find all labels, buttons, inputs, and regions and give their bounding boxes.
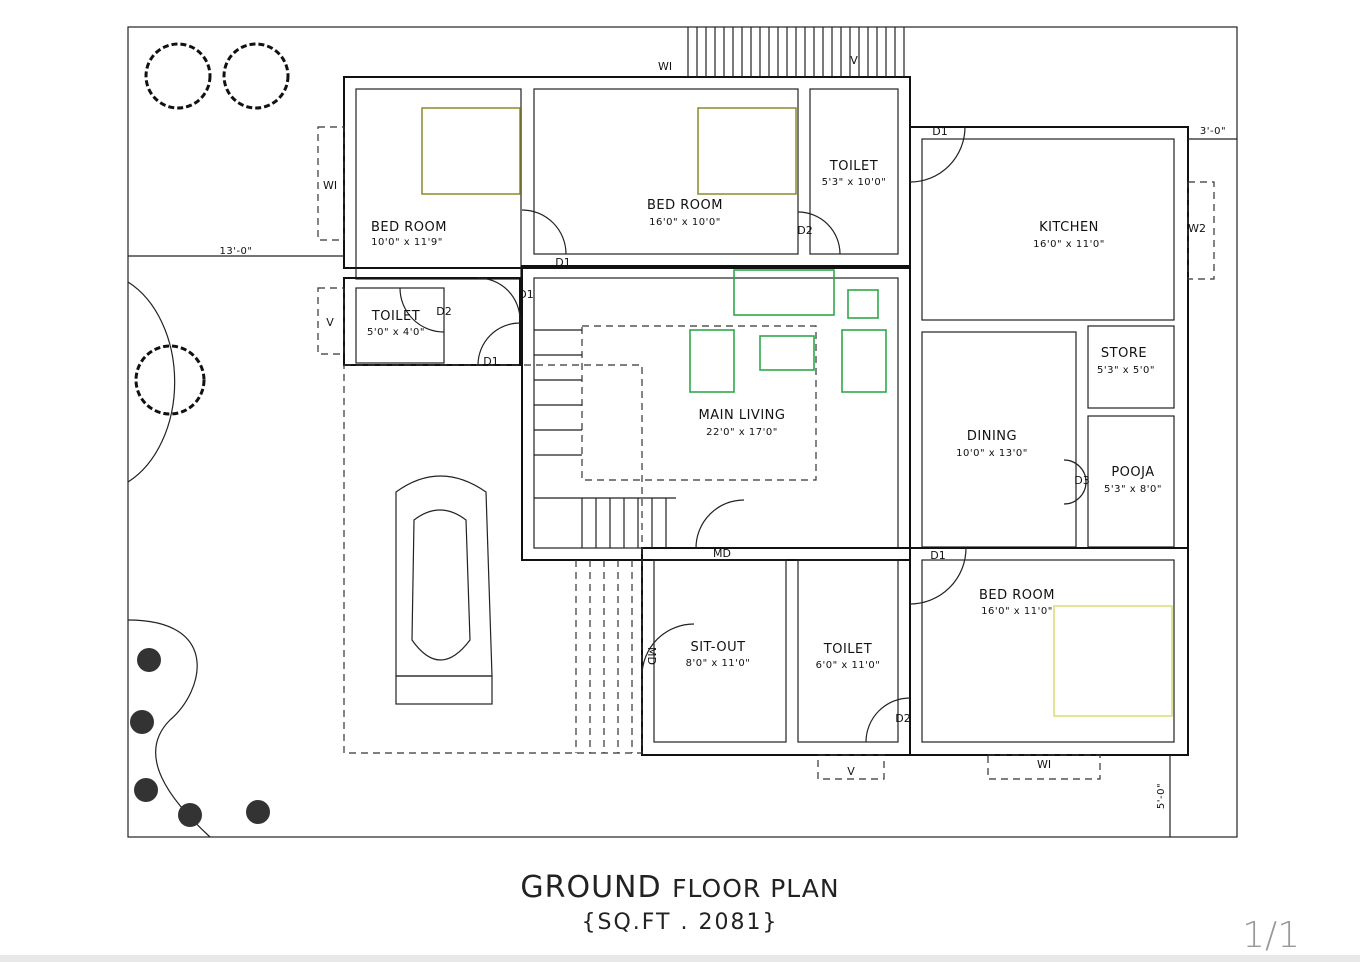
wall-toilet-small	[355, 287, 445, 364]
steps-top	[687, 27, 905, 77]
wall-bed3	[909, 547, 1189, 756]
wall-toilet-top-inner	[809, 88, 899, 255]
dim-left-setback: 13'-0"	[219, 246, 252, 257]
tag-door-bed2: D1	[555, 256, 570, 269]
room-label-bed1: BED ROOM	[371, 220, 447, 235]
tag-door-pooja: D3	[1074, 474, 1089, 487]
room-label-toilet-bottom: TOILET	[823, 642, 872, 657]
plan-title-main: GROUND	[520, 870, 662, 905]
steps-bottom	[575, 560, 633, 753]
living-dashed-zone	[581, 325, 817, 481]
wall-bed2-inner	[533, 88, 799, 255]
tag-door-bed3: D1	[930, 549, 945, 562]
tag-vent-top: V	[850, 54, 858, 67]
room-size-toilet-small: 5'0" x 4'0"	[367, 327, 425, 338]
room-label-pooja: POOJA	[1111, 465, 1154, 480]
page-number: 1/1	[1242, 915, 1300, 956]
tag-door-toilet: D1	[483, 355, 498, 368]
window-box-bottom-w	[987, 754, 1101, 780]
room-size-living: 22'0" x 17'0"	[706, 427, 778, 438]
door-arcs	[399, 126, 1087, 743]
wall-kitchen-inner	[921, 138, 1175, 321]
room-label-bed3: BED ROOM	[979, 588, 1055, 603]
garden-arc	[127, 281, 176, 483]
window-box-bottom-v	[817, 754, 885, 780]
wall-sitout-inner	[653, 559, 787, 743]
room-size-pooja: 5'3" x 8'0"	[1104, 484, 1162, 495]
staircase	[534, 329, 676, 548]
room-size-dining: 10'0" x 13'0"	[956, 448, 1028, 459]
tag-window-top: WI	[658, 60, 672, 73]
bed-furniture-olive	[421, 107, 797, 195]
parking-outline	[343, 364, 643, 754]
room-size-kitchen: 16'0" x 11'0"	[1033, 239, 1105, 250]
tree-icons	[130, 42, 290, 827]
room-size-bed2: 16'0" x 10'0"	[649, 217, 721, 228]
bed-furniture-yellow	[1053, 605, 1173, 717]
car-icon	[395, 475, 493, 705]
tag-window-left: WI	[323, 179, 337, 192]
tag-door-toilet-top: D2	[797, 224, 812, 237]
tag-vent-bottom: V	[847, 765, 855, 778]
tag-side-door: MD	[645, 647, 658, 665]
room-label-bed2: BED ROOM	[647, 198, 723, 213]
tag-window-bottom: WI	[1037, 758, 1051, 771]
window-box-v	[317, 287, 345, 355]
bottom-band	[0, 955, 1360, 962]
dim-bottom-setback: 5'-0"	[1156, 783, 1167, 809]
room-label-store: STORE	[1101, 346, 1147, 361]
garden-curve	[127, 619, 211, 838]
wall-pooja-inner	[1087, 415, 1175, 548]
wall-store-inner	[1087, 325, 1175, 409]
dim-right-setback: 3'-0"	[1200, 126, 1226, 137]
room-label-toilet-top: TOILET	[829, 159, 878, 174]
wall-bed1-inner	[355, 88, 522, 280]
plan-title-rest: FLOOR PLAN	[672, 874, 840, 903]
tag-door-kitchen: D1	[932, 125, 947, 138]
tag-main-door: MD	[713, 547, 731, 560]
tag-door-toilet-bottom: D2	[895, 712, 910, 725]
room-size-bed1: 10'0" x 11'9"	[371, 237, 443, 248]
wall-bed3-inner	[921, 559, 1175, 743]
tag-door-toilet-small: D2	[436, 305, 451, 318]
window-box-left	[317, 126, 345, 241]
sofa-set-green	[689, 269, 887, 393]
room-size-toilet-top: 5'3" x 10'0"	[822, 177, 887, 188]
room-label-living: MAIN LIVING	[699, 408, 786, 423]
wall-toilet-block	[343, 277, 521, 366]
tag-window-right: W2	[1188, 222, 1206, 235]
tag-door-bed1: D1	[518, 288, 533, 301]
room-size-sitout: 8'0" x 11'0"	[686, 658, 751, 669]
plot-boundary	[127, 26, 1238, 838]
wall-bottom-block	[641, 547, 911, 756]
room-label-dining: DINING	[967, 429, 1017, 444]
room-size-toilet-bottom: 6'0" x 11'0"	[816, 660, 881, 671]
room-size-bed3: 16'0" x 11'0"	[981, 606, 1053, 617]
window-box-right	[1187, 181, 1215, 280]
wall-toilet-bottom-inner	[797, 559, 899, 743]
plan-title: GROUND FLOOR PLAN	[0, 870, 1360, 905]
room-label-sitout: SIT-OUT	[690, 640, 745, 655]
room-label-toilet-small: TOILET	[371, 309, 420, 324]
plan-area: {SQ.FT . 2081}	[581, 910, 779, 935]
room-size-store: 5'3" x 5'0"	[1097, 365, 1155, 376]
tag-vent-left: V	[326, 316, 334, 329]
room-label-kitchen: KITCHEN	[1039, 220, 1099, 235]
